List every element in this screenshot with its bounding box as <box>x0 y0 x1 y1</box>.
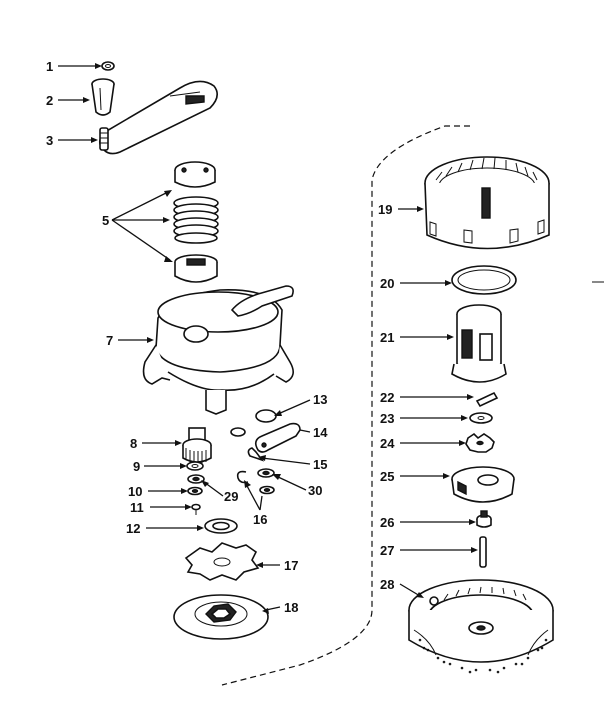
part-16-e-clip <box>236 470 249 484</box>
callout-13: 13 <box>313 392 327 407</box>
part-5-spring-bottom-cup <box>174 254 218 283</box>
part-7-main-housing <box>142 285 294 415</box>
assembly-boundary-dashed-line <box>221 125 470 686</box>
callout-23: 23 <box>380 411 394 426</box>
callout-3: 3 <box>46 133 53 148</box>
part-26-bolt <box>476 510 492 528</box>
callout-21: 21 <box>380 330 394 345</box>
part-13-spring-clip <box>230 409 277 437</box>
part-11-screw <box>191 503 201 515</box>
callout-27: 27 <box>380 543 394 558</box>
callout-11: 11 <box>130 500 144 515</box>
callout-18: 18 <box>284 600 298 615</box>
part-1-nut <box>101 61 115 71</box>
callout-9: 9 <box>133 459 140 474</box>
part-10-washer <box>187 486 203 496</box>
callout-8: 8 <box>130 436 137 451</box>
part-20-o-ring <box>451 265 517 295</box>
part-21-carrier <box>451 304 507 383</box>
part-9-washer <box>186 461 204 471</box>
part-5-spring-top-cap <box>174 161 216 188</box>
callout-26: 26 <box>380 515 394 530</box>
part-2-crank-knob <box>91 78 115 116</box>
part-27-shaft-pin <box>479 536 487 568</box>
callout-25: 25 <box>380 469 394 484</box>
part-18-base-plate <box>173 594 269 640</box>
callout-10: 10 <box>128 484 142 499</box>
callout-22: 22 <box>380 390 394 405</box>
callout-2: 2 <box>46 93 53 108</box>
part-5-coil-spring <box>173 196 219 244</box>
callout-29: 29 <box>224 489 238 504</box>
part-25-hub-cup <box>451 466 515 503</box>
part-19-ring-gear-housing <box>424 156 550 250</box>
part-30-washer <box>257 468 275 495</box>
callout-28: 28 <box>380 577 394 592</box>
callout-16: 16 <box>253 512 267 527</box>
callout-20: 20 <box>380 276 394 291</box>
part-28-base-ring-housing <box>408 579 554 674</box>
callout-15: 15 <box>313 457 327 472</box>
callout-17: 17 <box>284 558 298 573</box>
part-8-gear <box>182 427 212 464</box>
part-3-pin <box>99 127 109 151</box>
leader-lines <box>58 63 478 614</box>
callout-14: 14 <box>313 425 328 440</box>
callout-5: 5 <box>102 213 109 228</box>
callout-1: 1 <box>46 59 53 74</box>
callout-7: 7 <box>106 333 113 348</box>
callout-24: 24 <box>380 436 395 451</box>
part-24-pinion-gear <box>465 432 495 453</box>
part-29-lock-washer <box>187 474 205 484</box>
callout-12: 12 <box>126 521 140 536</box>
part-23-washer <box>469 412 493 424</box>
part-14-pawl-lever <box>254 422 301 453</box>
part-22-key <box>475 391 499 408</box>
callout-labels: 1 2 3 5 7 8 9 10 11 12 13 14 15 16 17 18… <box>46 59 395 615</box>
part-12-ring-washer <box>204 518 238 534</box>
callout-30: 30 <box>308 483 322 498</box>
callout-19: 19 <box>378 202 392 217</box>
crank-arm <box>98 80 218 155</box>
part-17-star-plate <box>184 542 260 581</box>
